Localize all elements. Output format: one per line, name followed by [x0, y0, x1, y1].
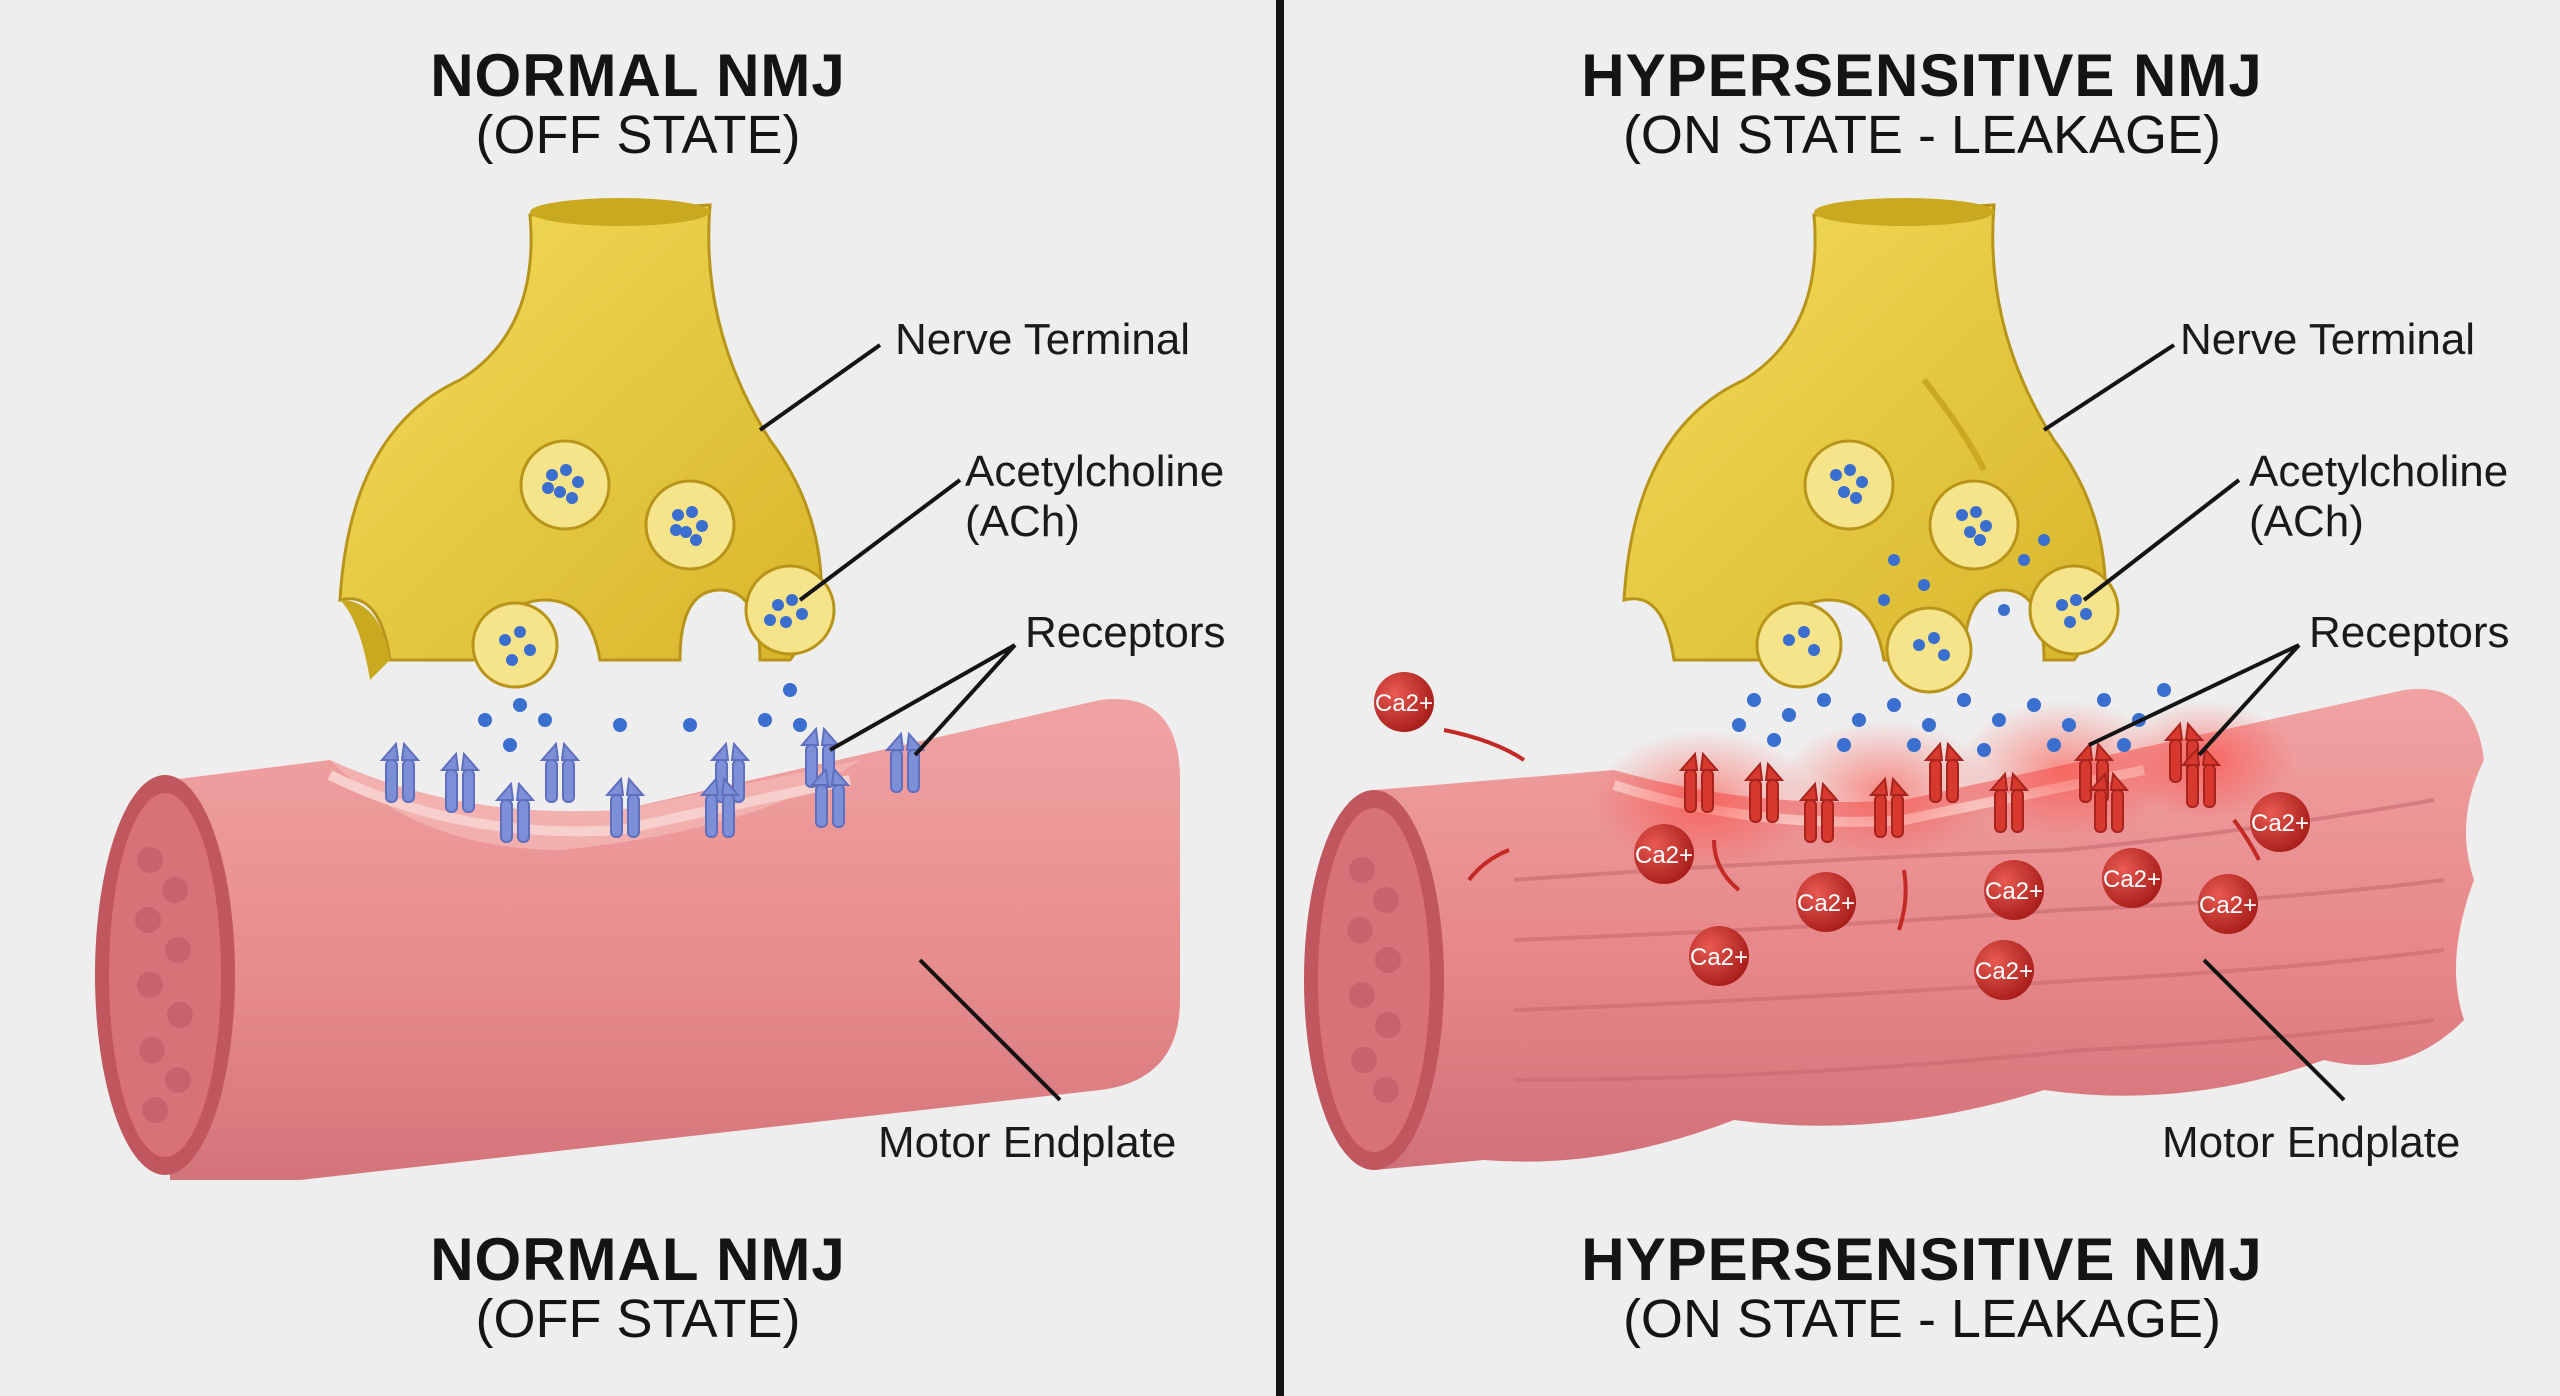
nerve-terminal: [338, 198, 836, 689]
calcium-ion: Ca2+: [1634, 824, 1694, 884]
vesicles: [1755, 439, 2120, 694]
label-receptors: Receptors: [1025, 608, 1226, 657]
ach-in-vesicles: [499, 464, 808, 666]
label-acetylcholine: Acetylcholine (ACh): [2249, 447, 2508, 547]
hypersensitive-nmj-panel: Ca2+ Ca2+ Ca2+ Ca2+ Ca2+ Ca2+ Ca2+ Ca2+ …: [1284, 0, 2560, 1396]
normal-nmj-illustration: [95, 198, 1180, 1180]
calcium-ion: Ca2+: [1796, 872, 1856, 932]
calcium-ion: Ca2+: [1374, 672, 1434, 732]
footer-sub: (ON STATE - LEAKAGE): [1622, 1289, 2222, 1349]
svg-text:Ca2+: Ca2+: [1985, 878, 2043, 905]
svg-text:Ca2+: Ca2+: [2103, 866, 2161, 893]
svg-text:Ca2+: Ca2+: [1635, 842, 1693, 869]
footer-main: NORMAL NMJ: [430, 1226, 846, 1293]
vesicles: [471, 439, 836, 689]
svg-text:Ca2+: Ca2+: [2251, 810, 2309, 837]
panel-divider: [1276, 0, 1284, 1396]
label-acetylcholine-line1: Acetylcholine: [2249, 447, 2509, 496]
label-nerve-terminal: Nerve Terminal: [2180, 315, 2476, 364]
label-acetylcholine: Acetylcholine (ACh): [965, 447, 1224, 547]
label-acetylcholine-line1: Acetylcholine: [965, 447, 1225, 496]
calcium-ion: Ca2+: [2102, 848, 2162, 908]
calcium-ion: Ca2+: [1974, 940, 2034, 1000]
svg-text:Ca2+: Ca2+: [1975, 958, 2033, 985]
muscle-fiber: [95, 699, 1180, 1180]
receptors-normal: [379, 726, 926, 843]
normal-nmj-panel: NORMAL NMJ (OFF STATE) Nerve Terminal Ac…: [0, 0, 1276, 1396]
calcium-ions: Ca2+ Ca2+ Ca2+ Ca2+ Ca2+ Ca2+ Ca2+ Ca2+ …: [1374, 672, 2310, 1000]
panel-title-bottom: NORMAL NMJ (OFF STATE): [0, 1228, 1276, 1348]
nerve-terminal: [1622, 198, 2120, 694]
calcium-ion: Ca2+: [2198, 874, 2258, 934]
ach-molecules-released: [478, 683, 807, 752]
label-acetylcholine-line2: (ACh): [2249, 497, 2364, 546]
title-sub: (OFF STATE): [475, 105, 801, 165]
svg-text:Ca2+: Ca2+: [2199, 892, 2257, 919]
ach-in-terminal: [1783, 464, 2092, 661]
label-motor-endplate: Motor Endplate: [2162, 1118, 2461, 1167]
label-nerve-terminal: Nerve Terminal: [895, 315, 1191, 364]
hypersensitive-nmj-illustration: Ca2+ Ca2+ Ca2+ Ca2+ Ca2+ Ca2+ Ca2+ Ca2+ …: [1304, 198, 2484, 1170]
calcium-ion: Ca2+: [1689, 926, 1749, 986]
svg-text:Ca2+: Ca2+: [1375, 690, 1433, 717]
leader-lines: [2042, 343, 2346, 1102]
calcium-ion: Ca2+: [2250, 792, 2310, 852]
title-main: HYPERSENSITIVE NMJ: [1581, 42, 2263, 109]
panel-title-top: NORMAL NMJ (OFF STATE): [0, 44, 1276, 164]
label-motor-endplate: Motor Endplate: [878, 1118, 1177, 1167]
receptors-active: [1678, 721, 2222, 843]
svg-text:Ca2+: Ca2+: [1690, 944, 1748, 971]
flow-arrows: [1443, 728, 2261, 931]
title-sub: (ON STATE - LEAKAGE): [1622, 105, 2222, 165]
panel-title-bottom: HYPERSENSITIVE NMJ (ON STATE - LEAKAGE): [1284, 1228, 2560, 1348]
svg-text:Ca2+: Ca2+: [1797, 890, 1855, 917]
panel-title-top: HYPERSENSITIVE NMJ (ON STATE - LEAKAGE): [1284, 44, 2560, 164]
calcium-ion: Ca2+: [1984, 860, 2044, 920]
leader-lines: [758, 343, 1062, 1102]
label-receptors: Receptors: [2309, 608, 2510, 657]
title-main: NORMAL NMJ: [430, 42, 846, 109]
label-acetylcholine-line2: (ACh): [965, 497, 1080, 546]
footer-main: HYPERSENSITIVE NMJ: [1581, 1226, 2263, 1293]
footer-sub: (OFF STATE): [475, 1289, 801, 1349]
